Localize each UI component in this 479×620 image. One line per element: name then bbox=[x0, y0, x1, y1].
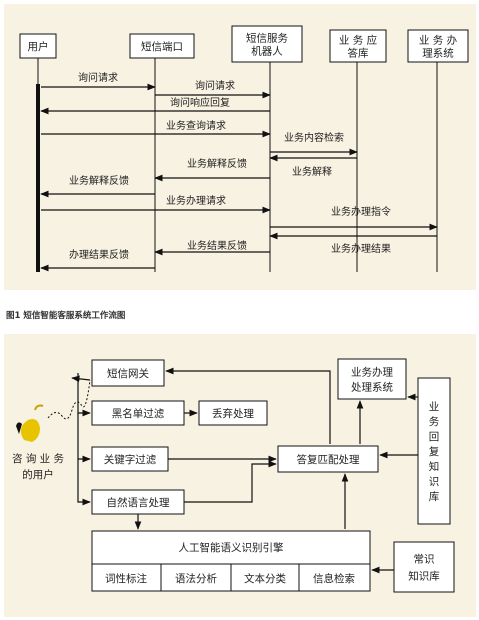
box-biz-knowledge-base-rect bbox=[417, 377, 451, 525]
box-biz-knowledge-base: 业务回复知识库 bbox=[417, 377, 451, 525]
box-common-knowledge-base-rect bbox=[393, 541, 455, 593]
message-label-3: 业务查询请求 bbox=[166, 119, 226, 132]
box-blacklist-filter: 黑名单过滤 bbox=[91, 400, 185, 426]
arrow-to-nlp bbox=[77, 459, 91, 506]
box-discard: 丢弃处理 bbox=[198, 400, 268, 426]
message-label-11: 业务结果反馈 bbox=[187, 239, 247, 252]
box-nlp-label: 自然语言处理 bbox=[107, 496, 170, 509]
message-label-10: 业务办理结果 bbox=[331, 242, 391, 255]
actor-0: 用户 bbox=[19, 33, 57, 59]
cell-syntax-analysis: 语法分析 bbox=[175, 572, 217, 585]
message-label-6: 业务解释反馈 bbox=[187, 157, 247, 170]
actor-2-rect bbox=[231, 25, 303, 63]
message-label-0: 询问请求 bbox=[78, 71, 118, 84]
box-biz-system-label: 业务办理处理系统 bbox=[351, 366, 393, 394]
box-ai-engine-label: 人工智能语义识别引擎 bbox=[179, 541, 284, 554]
cell-pos-tagging: 词性标注 bbox=[105, 572, 147, 585]
box-common-knowledge-base: 常识知识库 bbox=[393, 541, 455, 593]
user-figure-icon bbox=[16, 404, 44, 442]
box-reply-match-rect bbox=[277, 445, 379, 473]
user-phone-shape bbox=[34, 404, 44, 411]
cell-info-retrieval: 信息检索 bbox=[313, 572, 355, 585]
box-common-knowledge-base-label: 常识知识库 bbox=[408, 553, 440, 583]
message-label-2: 询问响应回复 bbox=[170, 96, 230, 109]
box-keyword-filter: 关键字过滤 bbox=[91, 446, 169, 472]
message-label-5: 业务解释 bbox=[292, 165, 332, 178]
arrow-nlp-reply bbox=[184, 460, 277, 503]
box-sms-gateway: 短信网关 bbox=[91, 359, 165, 387]
user-activation-bar bbox=[36, 84, 40, 272]
actor-2: 短信服务机器人 bbox=[231, 25, 303, 63]
actor-3-rect bbox=[329, 29, 387, 63]
cell-text-classification: 文本分类 bbox=[244, 572, 286, 585]
user-link-dashed bbox=[47, 379, 91, 420]
box-keyword-filter-rect bbox=[91, 446, 169, 472]
box-blacklist-filter-rect bbox=[91, 400, 185, 426]
figure1-caption: 图1 短信智能客服系统工作流图 bbox=[6, 311, 126, 321]
box-biz-system-rect bbox=[337, 358, 407, 400]
box-reply-match: 答复匹配处理 bbox=[277, 445, 379, 473]
actor-0-rect bbox=[19, 33, 57, 59]
message-label-4: 业务内容检索 bbox=[284, 131, 344, 144]
arrow-reply-gateway bbox=[165, 367, 331, 444]
actor-1: 短信端口 bbox=[129, 33, 195, 59]
box-biz-system: 业务办理处理系统 bbox=[337, 358, 407, 400]
actor-0-label: 用户 bbox=[28, 40, 49, 53]
box-sms-gateway-label: 短信网关 bbox=[107, 367, 149, 380]
arrow-gateway-to-user bbox=[71, 375, 91, 383]
actor-3: 业 务 应答库 bbox=[329, 29, 387, 63]
actor-4-rect bbox=[407, 29, 469, 63]
user-label: 咨 询 业 务的用户 bbox=[12, 452, 65, 481]
box-discard-rect bbox=[198, 400, 268, 426]
message-label-8: 业务办理请求 bbox=[166, 194, 226, 207]
box-blacklist-filter-label: 黑名单过滤 bbox=[112, 407, 165, 420]
arrow-to-keyword bbox=[77, 413, 91, 463]
box-keyword-filter-label: 关键字过滤 bbox=[104, 453, 157, 466]
box-biz-knowledge-base-label: 业务回复知识库 bbox=[429, 401, 440, 503]
box-nlp: 自然语言处理 bbox=[91, 489, 185, 515]
actor-3-label: 业 务 应答库 bbox=[339, 34, 378, 60]
box-discard-label: 丢弃处理 bbox=[212, 407, 254, 420]
user-head-shape bbox=[20, 419, 40, 442]
actor-1-rect bbox=[129, 33, 195, 59]
message-label-1: 询问请求 bbox=[195, 79, 235, 92]
message-label-12: 办理结果反馈 bbox=[69, 248, 129, 261]
message-label-9: 业务办理指令 bbox=[331, 205, 391, 218]
actor-4: 业 务 办理系统 bbox=[407, 29, 469, 63]
user-hand-shape bbox=[16, 422, 22, 434]
message-label-7: 业务解释反馈 bbox=[69, 174, 129, 187]
box-reply-match-label: 答复匹配处理 bbox=[297, 453, 360, 466]
actor-1-label: 短信端口 bbox=[141, 40, 183, 53]
actor-4-label: 业 务 办理系统 bbox=[419, 34, 458, 60]
actor-2-label: 短信服务机器人 bbox=[246, 32, 288, 58]
box-sms-gateway-rect bbox=[91, 359, 165, 387]
